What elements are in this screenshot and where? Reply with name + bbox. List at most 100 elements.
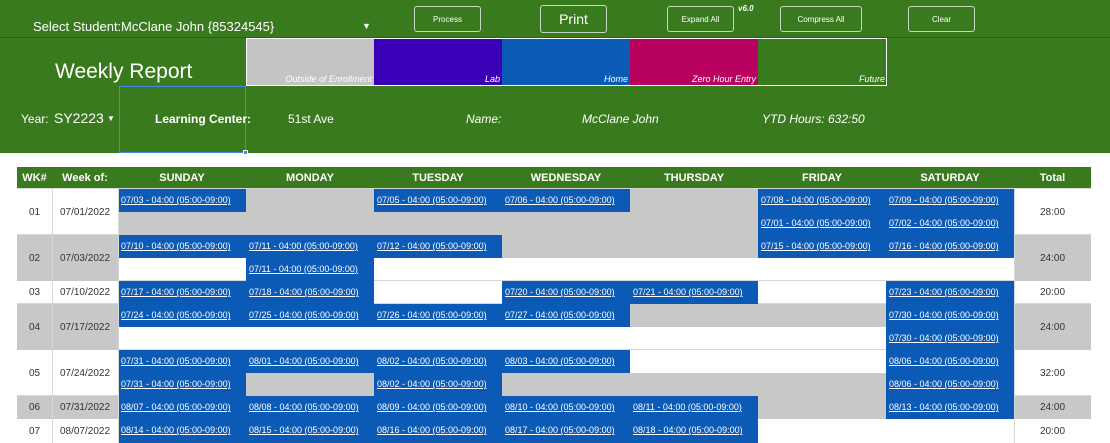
legend-label: Lab (484, 74, 500, 84)
attendance-entry-link[interactable]: 07/31 - 04:00 (05:00-09:00) (118, 350, 246, 373)
expand-all-button[interactable]: Expand All (667, 6, 734, 32)
week-of: 08/07/2022 (59, 425, 111, 437)
attendance-entry-link[interactable]: 08/18 - 04:00 (05:00-09:00) (630, 419, 758, 443)
attendance-entry-link[interactable]: 08/02 - 04:00 (05:00-09:00) (374, 373, 502, 396)
outside-enrollment-cell (758, 396, 886, 419)
attendance-entry-link[interactable]: 07/30 - 04:00 (05:00-09:00) (886, 327, 1014, 350)
column-header: MONDAY (246, 167, 374, 188)
attendance-entry-link[interactable]: 08/10 - 04:00 (05:00-09:00) (502, 396, 630, 419)
attendance-entry-link[interactable]: 07/18 - 04:00 (05:00-09:00) (246, 281, 374, 304)
week-of: 07/31/2022 (52, 396, 118, 419)
attendance-entry-link[interactable]: 08/11 - 04:00 (05:00-09:00) (630, 396, 758, 419)
column-header: WEDNESDAY (502, 167, 630, 188)
week-number: 04 (17, 304, 52, 350)
outside-enrollment-cell (374, 212, 502, 235)
year-label: Year: (21, 112, 49, 126)
week-of: 07/01/2022 (59, 206, 111, 218)
year-select[interactable]: SY2223 (54, 110, 104, 126)
outside-enrollment-cell (118, 212, 246, 235)
attendance-entry-link[interactable]: 08/16 - 04:00 (05:00-09:00) (374, 419, 502, 443)
column-header: WK# (17, 167, 52, 188)
legend-outside-enrollment: Outside of Enrollment (246, 38, 374, 86)
attendance-entry-link[interactable]: 08/14 - 04:00 (05:00-09:00) (118, 419, 246, 443)
column-header: Week of: (52, 167, 118, 188)
column-header: FRIDAY (758, 167, 886, 188)
outside-enrollment-cell (758, 304, 886, 327)
attendance-entry-link[interactable]: 07/05 - 04:00 (05:00-09:00) (374, 189, 502, 212)
legend-zero-hour: Zero Hour Entry (630, 38, 758, 86)
attendance-entry-link[interactable]: 08/13 - 04:00 (05:00-09:00) (886, 396, 1014, 419)
column-header: THURSDAY (630, 167, 758, 188)
attendance-entry-link[interactable]: 08/17 - 04:00 (05:00-09:00) (502, 419, 630, 443)
attendance-entry-link[interactable]: 08/15 - 04:00 (05:00-09:00) (246, 419, 374, 443)
attendance-entry-link[interactable]: 07/01 - 04:00 (05:00-09:00) (758, 212, 886, 235)
year-dropdown-icon[interactable]: ▼ (107, 114, 115, 123)
outside-enrollment-cell (246, 212, 374, 235)
attendance-entry-link[interactable]: 08/02 - 04:00 (05:00-09:00) (374, 350, 502, 373)
clear-button[interactable]: Clear (908, 6, 975, 32)
week-of: 07/17/2022 (52, 304, 118, 350)
attendance-entry-link[interactable]: 07/25 - 04:00 (05:00-09:00) (246, 304, 374, 327)
column-header: Total (1014, 167, 1091, 188)
attendance-entry-link[interactable]: 07/31 - 04:00 (05:00-09:00) (118, 373, 246, 396)
attendance-entry-link[interactable]: 08/06 - 04:00 (05:00-09:00) (886, 373, 1014, 396)
week-total: 20:00 (1039, 425, 1066, 437)
column-divider (52, 188, 53, 443)
attendance-entry-link[interactable]: 07/15 - 04:00 (05:00-09:00) (758, 235, 886, 258)
attendance-entry-link[interactable]: 07/08 - 04:00 (05:00-09:00) (758, 189, 886, 212)
row-divider (17, 280, 1091, 281)
row-divider (17, 349, 1091, 350)
cell-fill-handle[interactable] (243, 150, 248, 155)
attendance-entry-link[interactable]: 07/11 - 04:00 (05:00-09:00) (246, 235, 374, 258)
attendance-entry-link[interactable]: 07/02 - 04:00 (05:00-09:00) (886, 212, 1014, 235)
compress-all-button[interactable]: Compress All (780, 6, 862, 32)
legend-future: Future (758, 38, 887, 86)
week-of: 07/24/2022 (59, 367, 111, 379)
legend-label: Zero Hour Entry (691, 74, 756, 84)
outside-enrollment-cell (502, 212, 630, 235)
attendance-entry-link[interactable]: 07/03 - 04:00 (05:00-09:00) (118, 189, 246, 212)
attendance-entry-link[interactable]: 07/24 - 04:00 (05:00-09:00) (118, 304, 246, 327)
column-header: TUESDAY (374, 167, 502, 188)
attendance-entry-link[interactable]: 07/27 - 04:00 (05:00-09:00) (502, 304, 630, 327)
attendance-entry-link[interactable]: 08/01 - 04:00 (05:00-09:00) (246, 350, 374, 373)
legend-label: Home (603, 74, 628, 84)
outside-enrollment-cell (630, 304, 758, 327)
attendance-entry-link[interactable]: 07/23 - 04:00 (05:00-09:00) (886, 281, 1014, 304)
outside-enrollment-cell (246, 189, 374, 212)
attendance-entry-link[interactable]: 07/16 - 04:00 (05:00-09:00) (886, 235, 1014, 258)
version-label: v6.0 (738, 4, 754, 13)
week-number: 05 (28, 367, 41, 379)
attendance-entry-link[interactable]: 08/08 - 04:00 (05:00-09:00) (246, 396, 374, 419)
print-button[interactable]: Print (540, 5, 607, 33)
attendance-entry-link[interactable]: 07/12 - 04:00 (05:00-09:00) (374, 235, 502, 258)
attendance-entry-link[interactable]: 07/30 - 04:00 (05:00-09:00) (886, 304, 1014, 327)
attendance-entry-link[interactable]: 07/10 - 04:00 (05:00-09:00) (118, 235, 246, 258)
outside-enrollment-cell (630, 235, 758, 258)
week-number: 03 (28, 287, 41, 298)
column-header: SATURDAY (886, 167, 1014, 188)
attendance-entry-link[interactable]: 08/03 - 04:00 (05:00-09:00) (502, 350, 630, 373)
outside-enrollment-cell (630, 373, 758, 396)
column-header: SUNDAY (118, 167, 246, 188)
attendance-entry-link[interactable]: 08/07 - 04:00 (05:00-09:00) (118, 396, 246, 419)
week-of: 07/03/2022 (52, 235, 118, 281)
attendance-entry-link[interactable]: 07/26 - 04:00 (05:00-09:00) (374, 304, 502, 327)
attendance-entry-link[interactable]: 07/06 - 04:00 (05:00-09:00) (502, 189, 630, 212)
outside-enrollment-cell (630, 212, 758, 235)
outside-enrollment-cell (758, 373, 886, 396)
dropdown-arrow-icon[interactable]: ▼ (362, 21, 371, 31)
attendance-entry-link[interactable]: 07/09 - 04:00 (05:00-09:00) (886, 189, 1014, 212)
student-select[interactable]: McClane John {85324545} (121, 19, 275, 34)
attendance-entry-link[interactable]: 08/06 - 04:00 (05:00-09:00) (886, 350, 1014, 373)
process-button[interactable]: Process (414, 6, 481, 32)
attendance-entry-link[interactable]: 08/09 - 04:00 (05:00-09:00) (374, 396, 502, 419)
attendance-entry-link[interactable]: 07/21 - 04:00 (05:00-09:00) (630, 281, 758, 304)
legend-label: Outside of Enrollment (285, 74, 372, 84)
attendance-entry-link[interactable]: 07/17 - 04:00 (05:00-09:00) (118, 281, 246, 304)
attendance-entry-link[interactable]: 07/20 - 04:00 (05:00-09:00) (502, 281, 630, 304)
week-total: 24:00 (1014, 304, 1091, 350)
attendance-entry-link[interactable]: 07/11 - 04:00 (05:00-09:00) (246, 258, 374, 281)
name-label: Name: (466, 112, 502, 126)
